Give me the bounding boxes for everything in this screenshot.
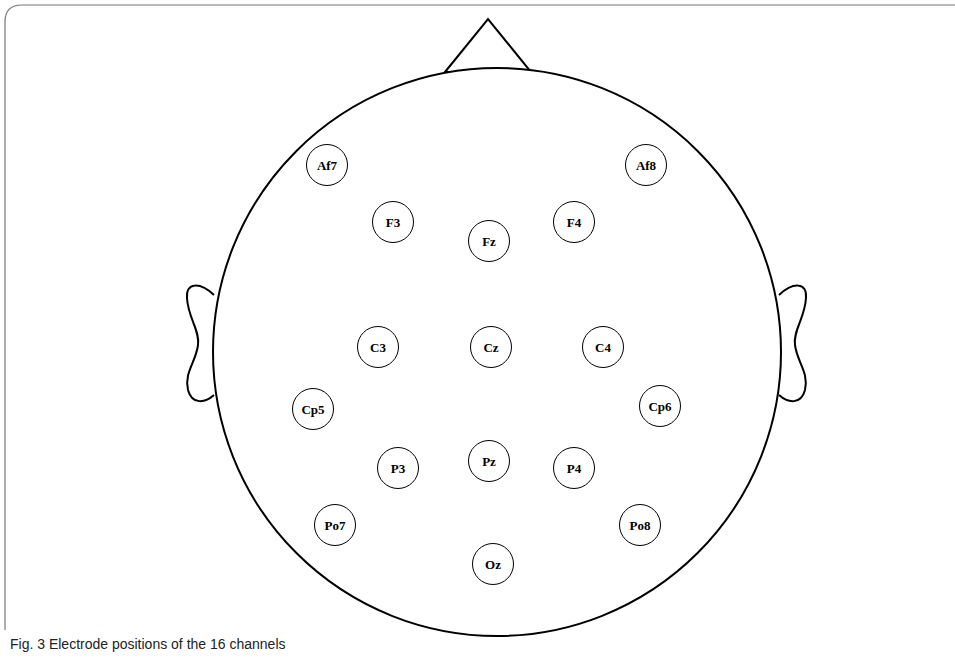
electrode-label: F3 bbox=[386, 216, 400, 229]
electrode-circle: C3 bbox=[357, 326, 399, 368]
electrode-circle: P4 bbox=[553, 447, 595, 489]
electrode-circle: Cp6 bbox=[639, 385, 681, 427]
electrode-label: Cp6 bbox=[648, 400, 671, 413]
electrode-label: C4 bbox=[595, 341, 611, 354]
electrode-label: Cp5 bbox=[301, 403, 324, 416]
electrode-circle: Oz bbox=[472, 543, 514, 585]
electrode-circle: Fz bbox=[468, 220, 510, 262]
electrode-label: Oz bbox=[485, 558, 501, 571]
electrode-label: Af8 bbox=[636, 159, 656, 172]
electrode-label: Cz bbox=[483, 341, 498, 354]
electrode-label: Fz bbox=[482, 235, 496, 248]
electrode-circle: F3 bbox=[372, 201, 414, 243]
electrode-circle: P3 bbox=[377, 447, 419, 489]
nose-outline bbox=[445, 19, 531, 72]
electrode-label: Po7 bbox=[325, 519, 346, 532]
electrode-label: P4 bbox=[567, 462, 581, 475]
right-ear bbox=[779, 286, 806, 402]
electrode-label: Pz bbox=[482, 455, 496, 468]
electrode-label: Af7 bbox=[317, 159, 337, 172]
electrode-circle: Af7 bbox=[306, 144, 348, 186]
electrode-label: C3 bbox=[370, 341, 386, 354]
electrode-circle: C4 bbox=[582, 326, 624, 368]
electrode-circle: Pz bbox=[468, 440, 510, 482]
electrode-label: Po8 bbox=[630, 519, 651, 532]
head-outline bbox=[213, 68, 781, 636]
left-ear bbox=[187, 286, 214, 402]
electrode-circle: F4 bbox=[553, 201, 595, 243]
electrode-label: P3 bbox=[391, 462, 405, 475]
electrode-label: F4 bbox=[567, 216, 581, 229]
electrode-circle: Af8 bbox=[625, 144, 667, 186]
electrode-circle: Cp5 bbox=[292, 388, 334, 430]
electrode-circle: Po8 bbox=[619, 504, 661, 546]
electrode-circle: Po7 bbox=[314, 504, 356, 546]
figure-caption: Fig. 3 Electrode positions of the 16 cha… bbox=[10, 636, 286, 652]
electrode-circle: Cz bbox=[470, 326, 512, 368]
